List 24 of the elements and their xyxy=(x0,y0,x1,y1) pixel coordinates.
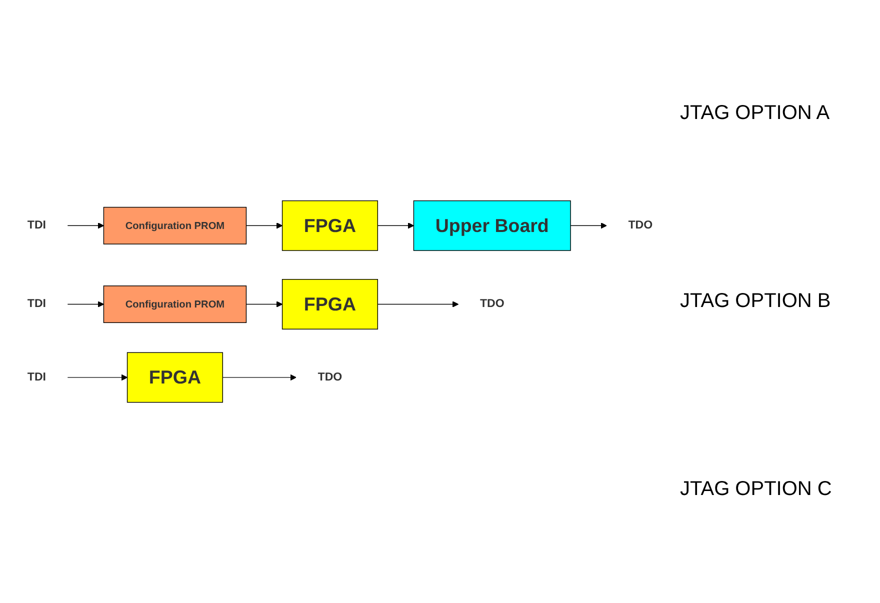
option-label: JTAG OPTION C xyxy=(680,478,833,501)
node-text: TDO xyxy=(628,219,653,232)
node-text: TDI xyxy=(27,370,46,384)
option-label: JTAG OPTION A xyxy=(680,102,831,126)
arrow xyxy=(570,222,607,229)
arrow xyxy=(67,374,128,381)
arrow xyxy=(246,222,283,229)
node-text: TDO xyxy=(318,370,342,384)
arrow xyxy=(246,301,283,308)
option-label: JTAG OPTION B xyxy=(680,290,832,313)
arrow xyxy=(377,301,459,308)
node-text: TDI xyxy=(27,298,46,310)
node-box: Upper Board xyxy=(413,200,571,251)
node-text: TDI xyxy=(27,219,46,232)
node-box: FPGA xyxy=(126,352,223,403)
node-box: FPGA xyxy=(282,278,378,330)
node-box: Configuration PROM xyxy=(103,285,247,323)
arrow xyxy=(67,222,104,229)
arrow xyxy=(67,301,104,308)
node-text: TDO xyxy=(480,298,504,310)
arrow xyxy=(377,222,414,229)
node-box: Configuration PROM xyxy=(103,206,247,244)
node-box: FPGA xyxy=(282,200,378,251)
arrow xyxy=(222,374,296,381)
